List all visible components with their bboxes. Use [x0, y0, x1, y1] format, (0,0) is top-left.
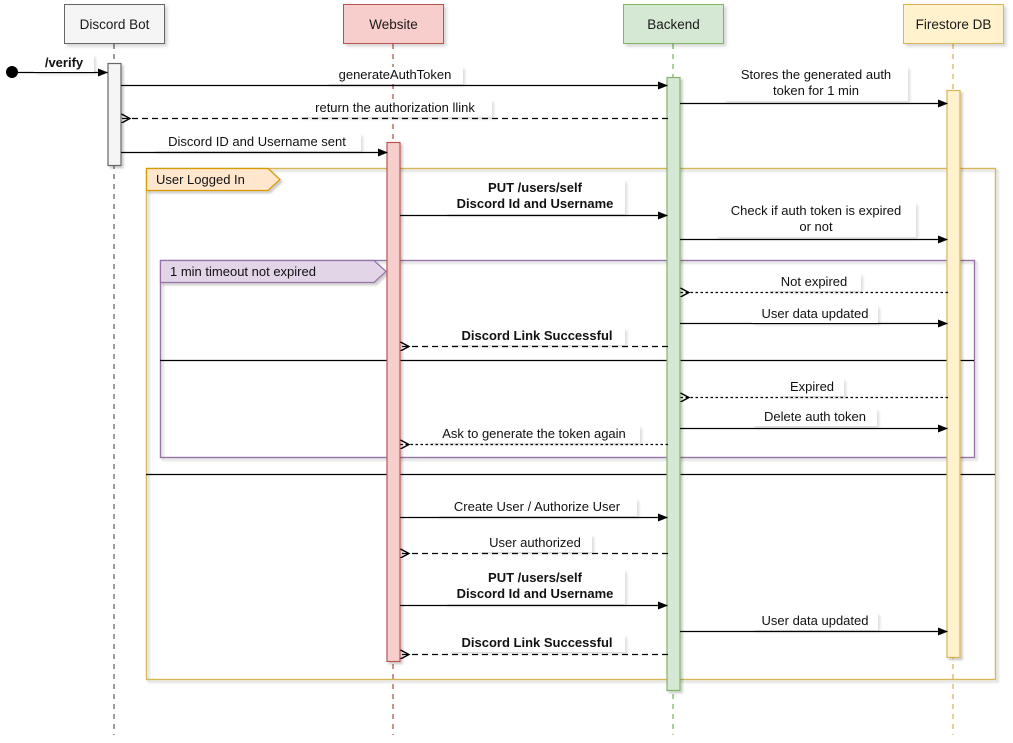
message-label-m15: User authorized	[478, 535, 592, 552]
message-label-m9: User data updated	[752, 306, 878, 323]
participant-box-firestore-db[interactable]: Firestore DB	[903, 4, 1004, 44]
participant-box-discord-bot[interactable]: Discord Bot	[64, 4, 165, 44]
message-label-m14: Create User / Authorize User	[437, 499, 637, 516]
activation-website	[386, 141, 401, 663]
participant-label-firestore-db: Firestore DB	[915, 16, 992, 32]
frame-label-frame-user-logged-in[interactable]: User Logged In	[156, 171, 245, 187]
frame-user-logged-in-border	[145, 167, 997, 681]
message-label-m17: User data updated	[752, 613, 878, 630]
participant-label-website: Website	[369, 16, 418, 32]
message-label-m1: /verify	[34, 55, 94, 72]
message-label-m18: Discord Link Successful	[449, 635, 625, 652]
message-label-m4: return the authorization llink	[298, 100, 492, 117]
message-label-m8: Not expired	[767, 274, 861, 291]
message-label-m2: generateAuthToken	[327, 67, 463, 84]
frame-timeout-not-expired-border	[159, 259, 976, 459]
participant-label-backend: Backend	[647, 16, 700, 32]
message-label-m12: Delete auth token	[753, 409, 877, 426]
message-label-m11: Expired	[780, 379, 844, 396]
participant-box-website[interactable]: Website	[343, 4, 444, 44]
participant-box-backend[interactable]: Backend	[623, 4, 724, 44]
message-label-m7: Check if auth token is expired or not	[716, 203, 916, 237]
start-dot-icon	[6, 66, 18, 78]
frame-user-logged-in-tab	[145, 167, 281, 192]
message-label-m5: Discord ID and Username sent	[153, 134, 361, 151]
message-label-m10: Discord Link Successful	[449, 328, 625, 345]
participant-label-discord-bot: Discord Bot	[79, 16, 150, 32]
activation-firestore-db	[946, 89, 961, 659]
frame-label-frame-timeout-not-expired[interactable]: 1 min timeout not expired	[170, 263, 316, 279]
message-label-m13: Ask to generate the token again	[428, 426, 640, 443]
activation-discord-bot	[107, 62, 122, 167]
activation-backend	[666, 76, 681, 692]
message-label-m3: Stores the generated auth token for 1 mi…	[724, 67, 908, 101]
message-label-m6: PUT /users/self Discord Id and Username	[445, 180, 625, 214]
frame-timeout-not-expired-tab	[159, 259, 387, 284]
message-label-m16: PUT /users/self Discord Id and Username	[445, 570, 625, 604]
